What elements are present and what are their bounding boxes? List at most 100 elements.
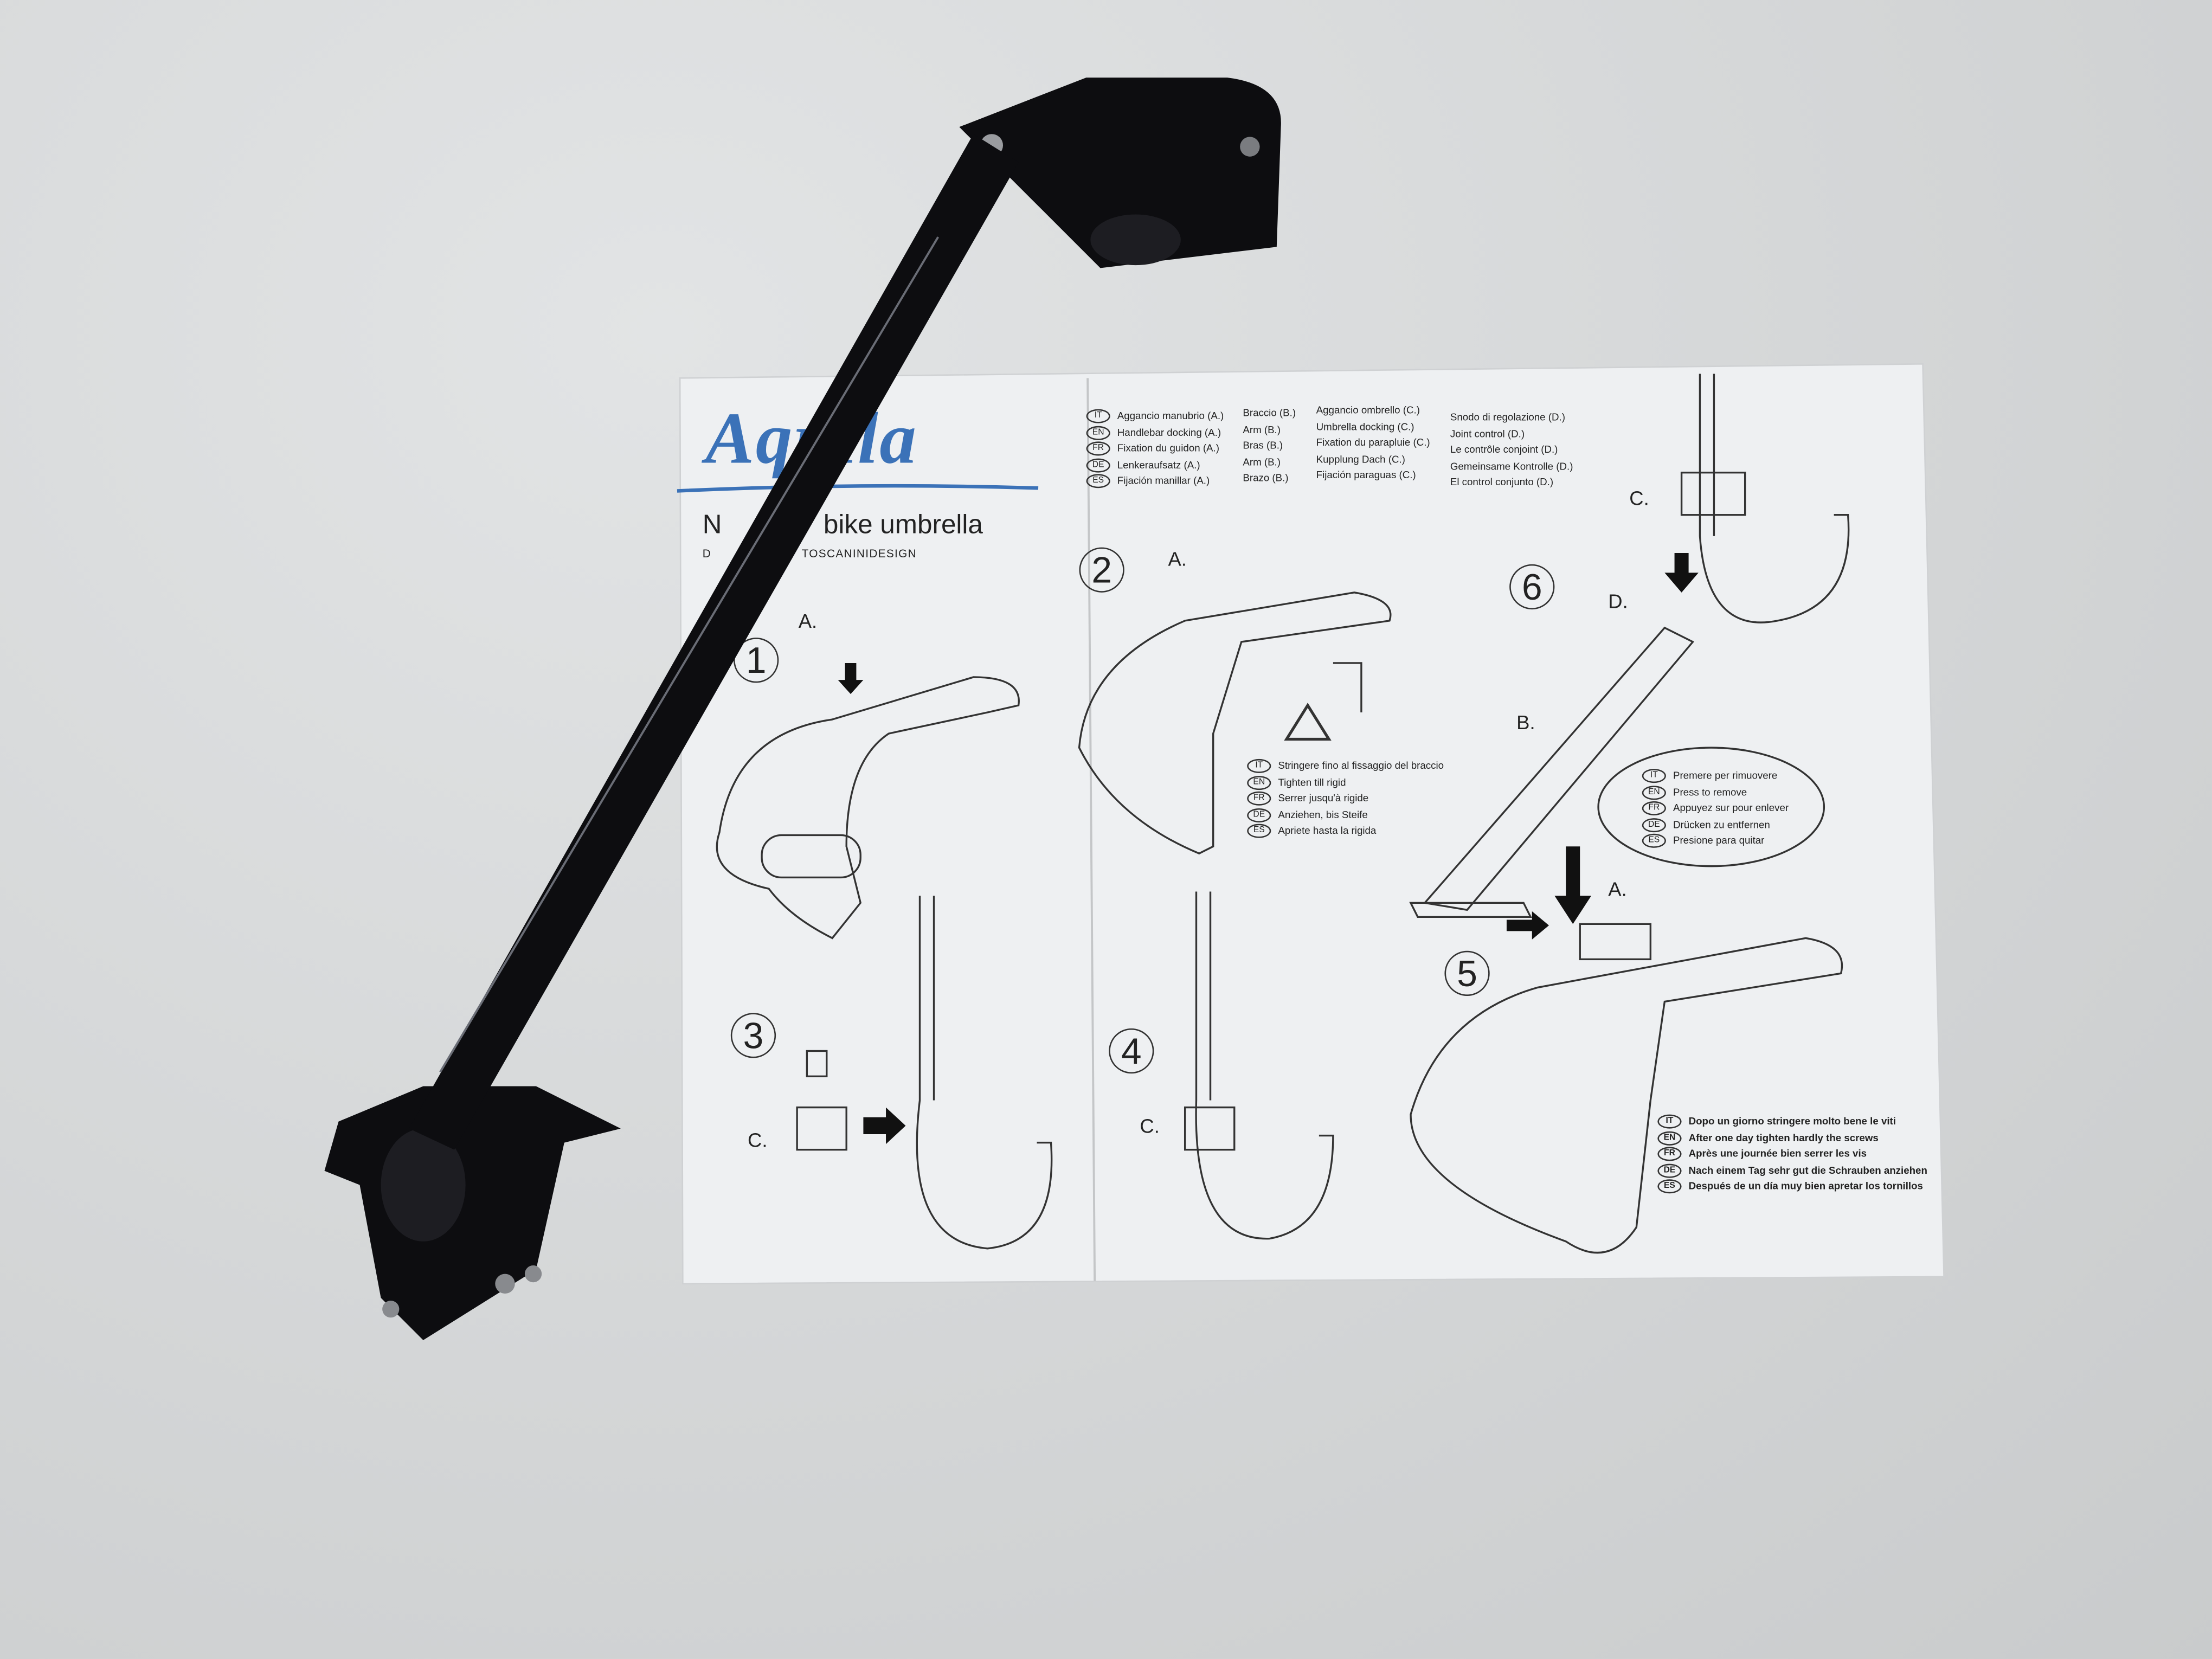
warning-text-step2: IT Stringere fino al fissaggio del bracci… [1247,757,1444,839]
lang-badge: ES [1086,474,1110,489]
arrow-icon [1554,846,1592,924]
step5-handlebar-drawing [1410,937,1843,1254]
note-line: Dopo un giorno stringere molto bene le v… [1688,1114,1896,1127]
legend-item: Fixation du guidon (A.) [1117,441,1219,455]
step6-clamp-drawing [1680,471,1746,516]
bolt-icon [382,1301,400,1318]
step-number: 2 [1079,547,1124,593]
lang-badge: ES [1247,824,1271,839]
arrow-icon [1664,552,1699,593]
lang-badge: EN [1086,425,1110,440]
note-line: Après une journée bien serrer les vis [1688,1147,1867,1160]
legend-item: Lenkeraufsatz (A.) [1117,458,1200,471]
title-left: N [702,510,722,541]
step-letter: D. [1608,589,1628,613]
umbrella-arm [324,78,1281,1340]
legend-item: Fixation du parapluie (C.) [1316,436,1430,449]
step5-mount-drawing [1579,923,1652,961]
warning-line: Stringere fino al fissaggio del braccio [1278,758,1444,772]
lang-badge: EN [1247,775,1271,790]
legend-item: El control conjunto (D.) [1450,475,1554,489]
step-letter: C. [1629,486,1649,510]
speech-bubble-outline [1597,747,1825,867]
parts-legend-col-b: Braccio (B.) Arm (B.) Bras (B.) Arm (B.)… [1243,405,1296,487]
step-number: 1 [734,638,779,683]
lang-badge: FR [1247,792,1271,806]
parts-legend-col-d: Snodo di regolazione (D.) Joint control … [1450,409,1573,491]
lang-badge: EN [1642,785,1666,800]
fold-line [1086,378,1096,1281]
note-line: Después de un día muy bien apretar los t… [1688,1180,1923,1193]
remove-line: Presione para quitar [1673,834,1765,847]
step-letter: A. [1608,877,1627,901]
note-line: Nach einem Tag sehr gut die Schrauben an… [1688,1163,1927,1176]
step-number: 6 [1509,564,1555,610]
step-number: 4 [1109,1028,1154,1074]
legend-item: Brazo (B.) [1243,472,1289,485]
warning-line: Tighten till rigid [1278,775,1346,788]
remove-line: Appuyez sur pour enlever [1673,801,1789,814]
note-line: After one day tighten hardly the screws [1688,1130,1879,1144]
legend-item: Kupplung Dach (C.) [1316,452,1405,466]
step4-clamp-drawing [1184,1106,1236,1151]
legend-item: Gemeinsame Kontrolle (D.) [1450,459,1573,473]
legend-item: Aggancio manubrio (A.) [1117,409,1224,422]
step-number: 3 [730,1013,776,1058]
legend-item: Umbrella docking (C.) [1316,420,1414,433]
top-clamp [959,78,1281,268]
step6-arm-drawing [1423,626,1695,911]
bottom-clamp-opening [381,1128,466,1242]
legend-item: Aggancio ombrello (C.) [1316,403,1420,416]
designer-credit: D TOSCANINIDESIGN [703,548,917,560]
bolt-icon [524,1265,542,1283]
step4-umbrella-handle-drawing [1195,891,1334,1240]
parts-legend-col-c: Aggancio ombrello (C.) Umbrella docking … [1316,402,1430,484]
brand-logo: Aquila [705,399,918,480]
legend-item: Snodo di regolazione (D.) [1450,410,1565,423]
lang-badge: IT [1657,1114,1682,1129]
top-clamp-opening [1090,214,1181,266]
step-letter: B. [1516,711,1535,734]
tighten-note: IT Dopo un giorno stringere molto bene le… [1657,1113,1927,1195]
legend-item: Arm (B.) [1243,455,1281,468]
lang-badge: IT [1086,409,1110,423]
lang-badge: FR [1086,442,1110,456]
parts-legend-col-a: IT Aggancio manubrio (A.) EN Handlebar doc… [1086,408,1224,490]
step-letter: C. [748,1128,768,1152]
lang-badge: DE [1086,458,1110,473]
lang-badge: IT [1247,759,1271,774]
lang-badge: EN [1657,1130,1682,1146]
bolt-icon [495,1274,515,1294]
warning-line: Anziehen, bis Steife [1278,808,1368,821]
step3-umbrella-handle-drawing [916,896,1053,1250]
remove-line: Press to remove [1673,785,1747,798]
step6-base-drawing [1409,902,1532,918]
legend-item: Handlebar docking (A.) [1117,425,1221,439]
legend-item: Fijación manillar (A.) [1117,474,1210,487]
remove-line: Premere per rimuovere [1673,769,1778,782]
arrow-icon [1506,911,1549,940]
lang-badge: ES [1642,834,1666,849]
step-letter: C. [1140,1114,1160,1137]
lang-badge: DE [1247,808,1271,822]
lang-badge: DE [1657,1163,1682,1178]
legend-item: Fijación paraguas (C.) [1316,468,1416,482]
remove-line: Drücken zu entfernen [1673,818,1770,831]
legend-item: Braccio (B.) [1243,406,1296,419]
step-letter: A. [1168,547,1187,570]
warning-triangle-icon [1284,703,1332,741]
legend-item: Bras (B.) [1243,439,1283,452]
warning-line: Serrer jusqu'à rigide [1278,792,1369,805]
step-letter: A. [798,609,818,632]
legend-item: Arm (B.) [1243,422,1281,435]
title-right: bike umbrella [823,510,983,541]
credit-right: TOSCANINIDESIGN [801,547,917,560]
lang-badge: ES [1657,1180,1682,1194]
step2-handlebar-drawing [1078,591,1392,855]
step-number: 5 [1444,950,1490,996]
credit-left: D [702,547,712,560]
bottom-clamp [324,1086,621,1340]
step6-umbrella-handle-drawing [1699,374,1850,623]
